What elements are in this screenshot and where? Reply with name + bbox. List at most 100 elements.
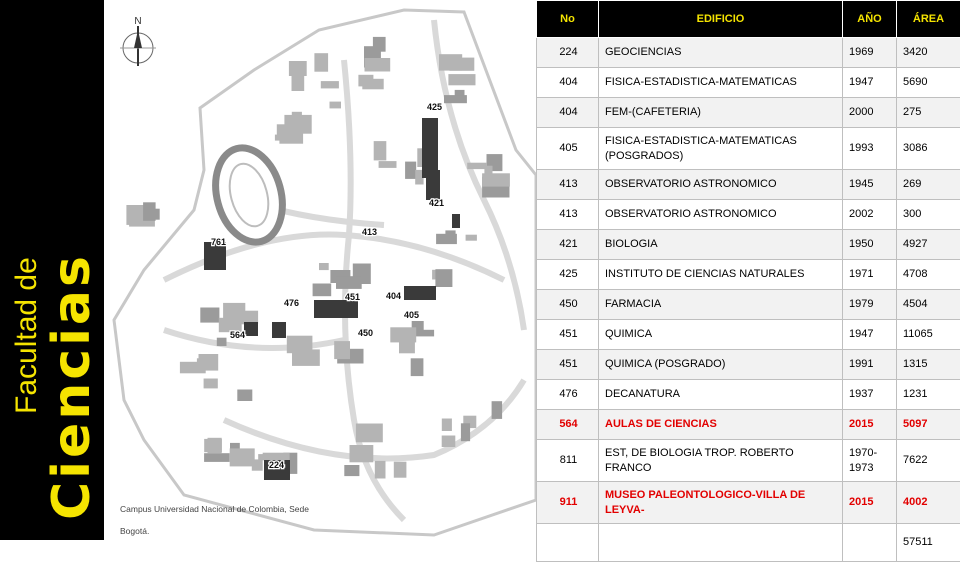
- table-total-row: 57511: [537, 524, 960, 562]
- campus-building: [334, 341, 350, 359]
- campus-building: [467, 163, 486, 169]
- cell-anio: 1993: [843, 128, 897, 170]
- cell-area: 4927: [897, 230, 960, 260]
- campus-building: [217, 338, 227, 346]
- cell-anio: 1947: [843, 320, 897, 350]
- cell-anio: 2015: [843, 410, 897, 440]
- cell-edificio: INSTITUTO DE CIENCIAS NATURALES: [599, 260, 843, 290]
- campus-building: [444, 95, 467, 103]
- campus-building: [379, 161, 397, 168]
- cell-no: 564: [537, 410, 599, 440]
- cell-anio: 1937: [843, 380, 897, 410]
- cell-no: 811: [537, 440, 599, 482]
- cell-no: 224: [537, 38, 599, 68]
- cell-area: 5097: [897, 410, 960, 440]
- campus-building: [314, 53, 328, 71]
- campus-building: [336, 276, 362, 289]
- campus-building: [350, 445, 374, 462]
- cell-no: 425: [537, 260, 599, 290]
- cell-no: 413: [537, 200, 599, 230]
- header-no: No: [537, 1, 599, 38]
- cell-edificio: QUIMICA: [599, 320, 843, 350]
- campus-building: [442, 436, 456, 448]
- cell-edificio: FISICA-ESTADISTICA-MATEMATICAS (POSGRADO…: [599, 128, 843, 170]
- campus-building: [208, 438, 222, 454]
- campus-building: [365, 58, 391, 72]
- cell-anio: 1969: [843, 38, 897, 68]
- campus-building: [237, 390, 252, 402]
- cell-edificio: BIOLOGIA: [599, 230, 843, 260]
- building-label: 564: [230, 330, 245, 340]
- building-label: 421: [429, 198, 444, 208]
- campus-building: [232, 311, 259, 324]
- campus-building: [252, 459, 263, 470]
- faculty-building: [452, 214, 460, 228]
- cell-anio: [843, 524, 897, 562]
- building-label: 476: [284, 298, 299, 308]
- cell-area: 4504: [897, 290, 960, 320]
- campus-building: [374, 141, 387, 160]
- cell-anio: 1947: [843, 68, 897, 98]
- cell-edificio: [599, 524, 843, 562]
- cell-edificio: DECANATURA: [599, 380, 843, 410]
- building-label: 413: [362, 227, 377, 237]
- cell-no: 450: [537, 290, 599, 320]
- building-label: 224: [269, 460, 284, 470]
- building-label: 761: [211, 237, 226, 247]
- cell-anio: 2002: [843, 200, 897, 230]
- campus-building: [313, 284, 332, 297]
- cell-edificio: AULAS DE CIENCIAS: [599, 410, 843, 440]
- cell-no: 911: [537, 482, 599, 524]
- header-anio: AÑO: [843, 1, 897, 38]
- building-label: 450: [358, 328, 373, 338]
- cell-anio: 1950: [843, 230, 897, 260]
- header-area: ÁREA: [897, 1, 960, 38]
- cell-edificio: QUIMICA (POSGRADO): [599, 350, 843, 380]
- cell-area: 3086: [897, 128, 960, 170]
- campus-building: [330, 102, 342, 109]
- cell-no: 405: [537, 128, 599, 170]
- cell-edificio: FEM-(CAFETERIA): [599, 98, 843, 128]
- building-label: 405: [404, 310, 419, 320]
- cell-edificio: FISICA-ESTADISTICA-MATEMATICAS: [599, 68, 843, 98]
- cell-edificio: OBSERVATORIO ASTRONOMICO: [599, 200, 843, 230]
- cell-no: 476: [537, 380, 599, 410]
- cell-edificio: OBSERVATORIO ASTRONOMICO: [599, 170, 843, 200]
- faculty-building: [422, 118, 438, 178]
- campus-building: [284, 115, 311, 134]
- campus-building: [344, 465, 359, 476]
- cell-no: 404: [537, 68, 599, 98]
- map-caption: Campus Universidad Nacional de Colombia,…: [120, 498, 340, 540]
- campus-building: [442, 419, 452, 432]
- campus-building: [390, 327, 416, 342]
- cell-anio: 1945: [843, 170, 897, 200]
- cell-area: 11065: [897, 320, 960, 350]
- cell-area: 4002: [897, 482, 960, 524]
- vertical-title: Facultad de Ciencias: [0, 0, 104, 540]
- faculty-building: [272, 322, 286, 338]
- cell-no: [537, 524, 599, 562]
- cell-area: 57511: [897, 524, 960, 562]
- campus-building: [373, 37, 386, 52]
- campus-building: [204, 379, 218, 389]
- campus-building: [126, 205, 143, 225]
- cell-anio: 1979: [843, 290, 897, 320]
- cell-anio: 1991: [843, 350, 897, 380]
- building-label: 404: [386, 291, 401, 301]
- campus-building: [200, 308, 219, 323]
- campus-building: [292, 74, 305, 91]
- cell-no: 451: [537, 350, 599, 380]
